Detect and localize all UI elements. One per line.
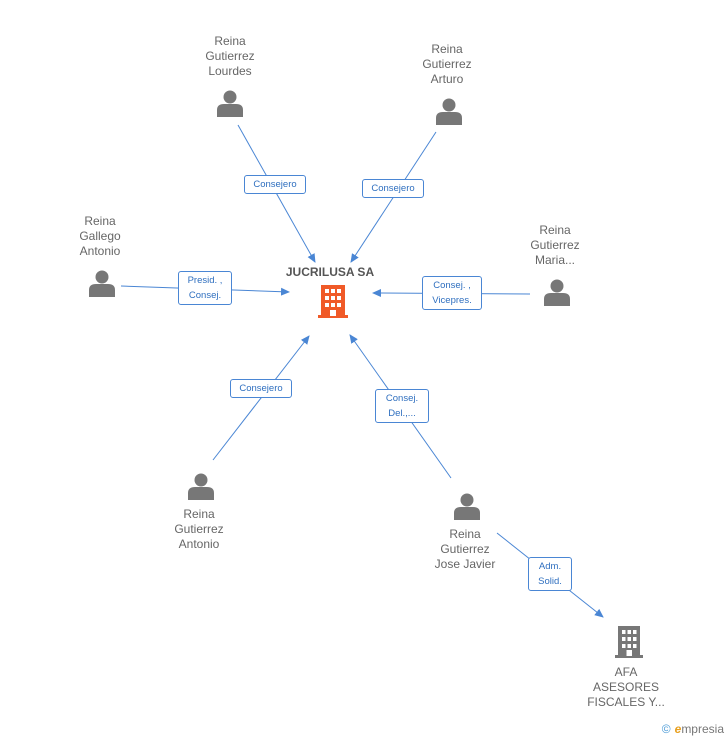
name-line: Jose Javier xyxy=(434,557,496,571)
name-line: Reina xyxy=(449,527,481,541)
name-line: Gutierrez xyxy=(174,522,224,536)
name-line: Gallego xyxy=(79,229,121,243)
building-icon-afa[interactable] xyxy=(615,626,643,658)
name-line: Antonio xyxy=(178,537,220,551)
role-line: Consej. xyxy=(385,393,419,404)
name-line: Antonio xyxy=(79,244,121,258)
edge-label-antonio[interactable]: Consejero xyxy=(230,379,292,398)
building-icon-center[interactable] xyxy=(318,285,348,318)
name-line: Reina xyxy=(84,214,116,228)
copyright-icon: © xyxy=(661,722,671,736)
name-line: Arturo xyxy=(430,72,464,86)
role-line: Consejero xyxy=(239,383,283,394)
person-icon-arturo[interactable] xyxy=(436,98,462,126)
person-label-lourdes[interactable]: Reina Gutierrez Lourdes xyxy=(175,34,285,79)
name-line: Gutierrez xyxy=(530,238,580,252)
role-line: Consejero xyxy=(253,179,297,190)
edge-label-arturo[interactable]: Consejero xyxy=(362,179,424,198)
role-line: Solid. xyxy=(538,576,562,587)
person-label-antonio[interactable]: Reina Gutierrez Antonio xyxy=(144,507,254,552)
role-line: Consej. xyxy=(188,290,222,301)
name-line: Reina xyxy=(183,507,215,521)
brand-logo[interactable]: ©empresia xyxy=(662,722,724,736)
person-icon-jose[interactable] xyxy=(454,493,480,521)
person-icon-antonio[interactable] xyxy=(188,473,214,501)
role-line: Consej. , xyxy=(433,280,471,291)
name-line: Gutierrez xyxy=(205,49,255,63)
name-line: ASESORES xyxy=(592,680,660,694)
person-icon-gallego[interactable] xyxy=(89,270,115,298)
name-line: Gutierrez xyxy=(422,57,472,71)
name-line: Reina xyxy=(539,223,571,237)
role-line: Adm. xyxy=(538,561,562,572)
company-label-afa[interactable]: AFA ASESORES FISCALES Y... xyxy=(571,665,681,710)
name-line: Lourdes xyxy=(208,64,252,78)
person-label-jose[interactable]: Reina Gutierrez Jose Javier xyxy=(410,527,520,572)
edge-label-afa[interactable]: Adm. Solid. xyxy=(528,557,572,591)
edge-line-antonio xyxy=(212,335,310,461)
edge-label-maria[interactable]: Consej. , Vicepres. xyxy=(422,276,482,310)
person-label-maria[interactable]: Reina Gutierrez Maria... xyxy=(500,223,610,268)
name-line: Maria... xyxy=(534,253,575,267)
name-line: Reina xyxy=(431,42,463,56)
name-line: Reina xyxy=(214,34,246,48)
brand-name: mpresia xyxy=(681,722,724,736)
person-icon-maria[interactable] xyxy=(544,279,570,307)
person-label-gallego[interactable]: Reina Gallego Antonio xyxy=(45,214,155,259)
brand-initial: e xyxy=(674,722,682,736)
edge-label-jose[interactable]: Consej. Del.,... xyxy=(375,389,429,423)
edge-label-gallego[interactable]: Presid. , Consej. xyxy=(178,271,232,305)
role-line: Presid. , xyxy=(187,275,223,286)
person-icon-lourdes[interactable] xyxy=(217,90,243,118)
name-line: Gutierrez xyxy=(440,542,490,556)
person-label-arturo[interactable]: Reina Gutierrez Arturo xyxy=(392,42,502,87)
name-line: AFA xyxy=(614,665,638,679)
role-line: Vicepres. xyxy=(432,295,472,306)
role-line: Consejero xyxy=(371,183,415,194)
edge-label-lourdes[interactable]: Consejero xyxy=(244,175,306,194)
company-name-center[interactable]: JUCRILUSA SA xyxy=(285,265,375,279)
role-line: Del.,... xyxy=(388,408,416,419)
name-line: FISCALES Y... xyxy=(587,695,665,709)
